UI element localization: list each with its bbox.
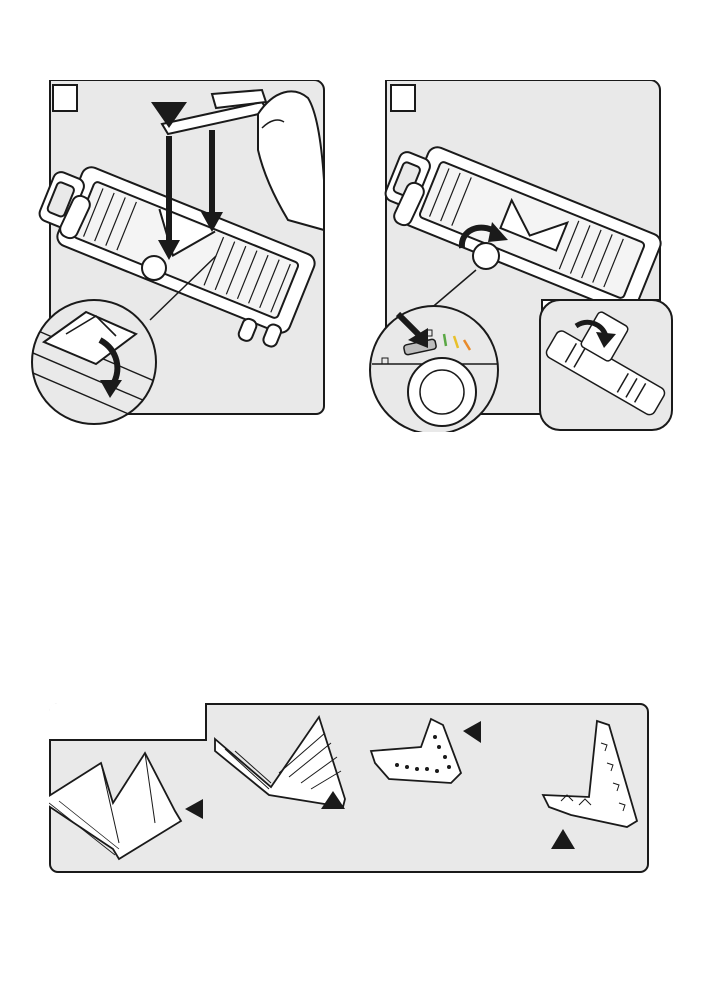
step-1-panel [26,80,326,430]
step-2-illustration [362,80,678,432]
folded-mandoline-inset [540,298,678,430]
blade-section-label [49,703,205,723]
blade-assortment-panel [49,703,651,875]
thickness-dial [142,256,166,280]
step-2-panel [362,80,678,432]
blade-section-label-box [49,703,207,741]
thickness-dial [473,243,499,269]
step-1-badge [52,84,78,112]
step-2-zoom-detail [370,306,498,432]
step-1-illustration [26,80,326,430]
step-2-badge [390,84,416,112]
